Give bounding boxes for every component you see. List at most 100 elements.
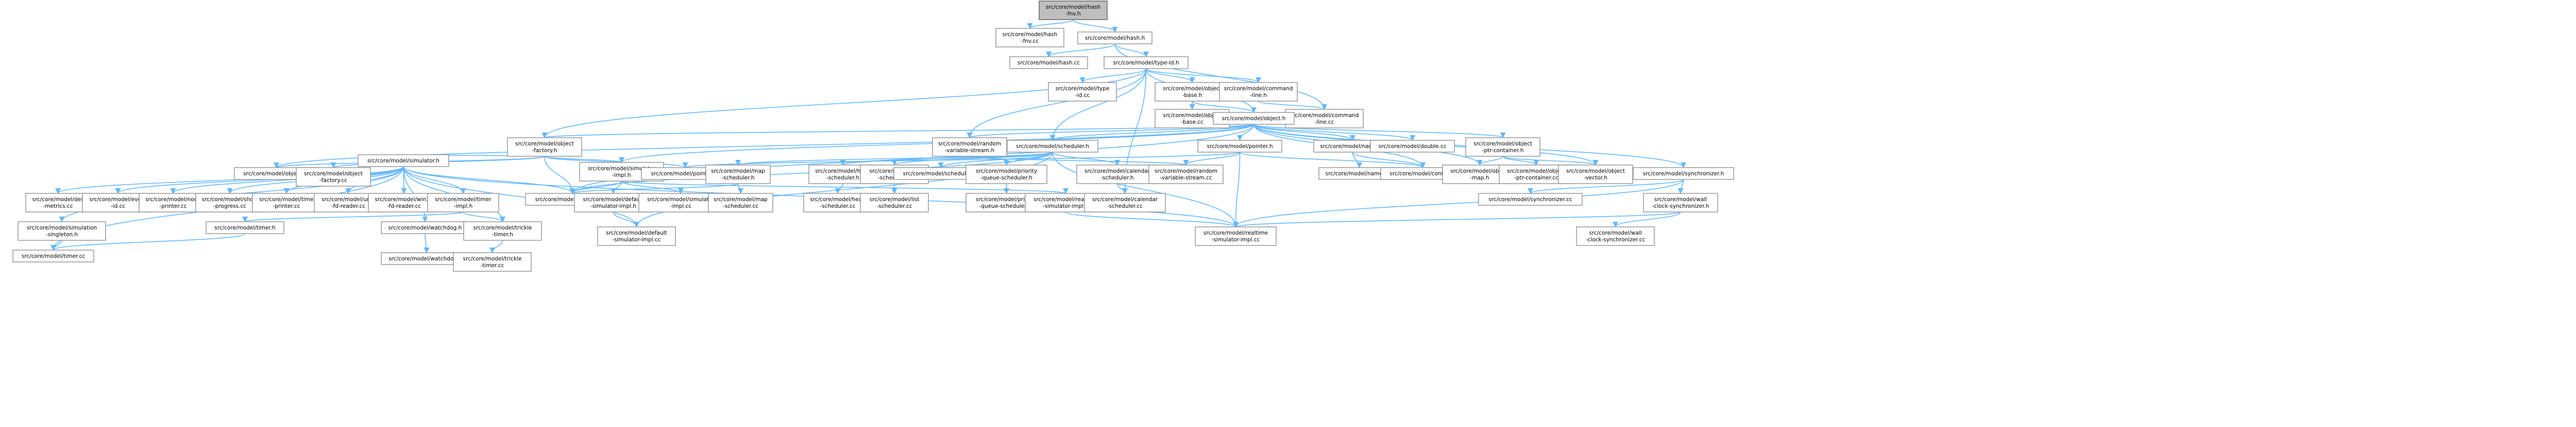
node-label-line: -scheduler.cc [723, 203, 758, 209]
edge-sync-h-to-rtsimimpl-cc [1233, 179, 1684, 228]
node-label-line: src/core/model/wall [1654, 196, 1707, 203]
node-listsched-cc[interactable]: src/core/model/list-scheduler.cc [860, 193, 929, 212]
node-box [1195, 226, 1277, 246]
node-calsched-h[interactable]: src/core/model/calendar-scheduler.h [1076, 165, 1158, 184]
edge-simulator-h-to-simulator-cc [403, 166, 575, 194]
node-timerimpl-h[interactable]: src/core/model/timer-impl.h [427, 193, 499, 212]
node-objvec-h[interactable]: src/core/model/object-vector.h [1558, 165, 1633, 184]
edge-simimpl-h-to-simimpl-cc [621, 180, 684, 194]
node-trickle-h[interactable]: src/core/model/trickle-timer.h [463, 221, 542, 241]
edge-optrc-h-to-objvec-h [1502, 156, 1599, 166]
node-label-line: src/core/model/realtime [1204, 230, 1268, 236]
node-scheduler-cc[interactable]: src/core/model/scheduler.cc [893, 167, 988, 180]
node-timeprinter-cc[interactable]: src/core/model/time-printer.cc [252, 193, 321, 212]
edge-hash-h-to-hash-cc [1046, 43, 1115, 58]
node-pqsched-h[interactable]: src/core/model/priority-queue-scheduler.… [965, 165, 1047, 184]
node-cmdline-cc[interactable]: src/core/model/command-line.cc [1285, 109, 1364, 128]
node-fnv-cc[interactable]: src/core/model/hash-fnv.cc [995, 28, 1064, 47]
node-hash-h[interactable]: src/core/model/hash.h [1077, 31, 1153, 44]
node-mapsched-cc[interactable]: src/core/model/map-scheduler.cc [708, 193, 773, 212]
edge-typeid-h-to-objfactory-h [541, 68, 1147, 139]
node-box [463, 221, 542, 241]
node-label-line: src/core/model/object [1450, 168, 1509, 174]
node-box [1633, 167, 1734, 180]
node-box [206, 221, 284, 234]
edge-typeid-h-to-cmdline-h [1145, 68, 1261, 84]
node-box [1039, 1, 1108, 20]
edge-timer-h-to-timer-cc [50, 233, 246, 251]
node-simulator-h[interactable]: src/core/model/simulator.h [358, 154, 449, 167]
node-box [507, 137, 582, 157]
node-hash-cc[interactable]: src/core/model/hash.cc [1009, 56, 1088, 69]
node-watchdog-h[interactable]: src/core/model/watchdog.h [381, 221, 469, 234]
node-box [1084, 193, 1166, 212]
node-fnv-h[interactable]: src/core/model/hash-fnv.h [1039, 1, 1108, 20]
edge-optrc-h-to-optrc-cc [1502, 156, 1539, 166]
node-calsched-cc[interactable]: src/core/model/calendar-scheduler.cc [1084, 193, 1166, 212]
node-label-line: src/core/model/object [1163, 86, 1222, 92]
node-pointer-h[interactable]: src/core/model/pointer.h [1197, 140, 1282, 153]
node-label-line: -impl.h [454, 203, 473, 209]
node-trickle-cc[interactable]: src/core/model/trickle-timer.cc [453, 252, 532, 272]
node-label-line: src/core/model/command [1290, 112, 1359, 119]
node-object-h[interactable]: src/core/model/object.h [1213, 112, 1295, 125]
node-label-line: src/core/model/simulator [647, 196, 715, 203]
edge-objfactory-h-to-pointer-cc [544, 156, 688, 169]
node-rtsimimpl-cc[interactable]: src/core/model/realtime-simulator-impl.c… [1195, 226, 1277, 246]
node-label-line: -printer.cc [273, 203, 300, 209]
node-objfactory-cc[interactable]: src/core/model/object-factory.cc [296, 167, 371, 187]
node-label-line: -clock-synchronizer.cc [1586, 237, 1646, 243]
node-label-line: src/core/model/win32 [375, 196, 433, 203]
node-sync-h[interactable]: src/core/model/synchronizer.h [1633, 167, 1734, 180]
node-label-line: -map.h [1470, 175, 1489, 181]
node-cmdline-h[interactable]: src/core/model/command-line.h [1219, 82, 1298, 102]
node-rvs-cc[interactable]: src/core/model/random-variable-stream.cc [1148, 165, 1224, 184]
node-label-line: src/core/model/type-id.h [1113, 60, 1179, 66]
node-label-line: -variable-stream.h [945, 147, 994, 154]
node-typeid-h[interactable]: src/core/model/type-id.h [1104, 56, 1189, 69]
edge-pointer-h-to-config-cc [1239, 152, 1426, 169]
edge-object-h-to-object-cc [274, 124, 1255, 169]
node-label-line: -scheduler.h [1100, 175, 1133, 181]
edge-cmdline-h-to-cmdline-cc [1258, 101, 1327, 110]
node-optrc-h[interactable]: src/core/model/object-ptr-container.h [1465, 137, 1540, 157]
node-names-cc[interactable]: src/core/model/names.cc [1318, 167, 1400, 180]
node-sync-cc[interactable]: src/core/model/synchronizer.cc [1478, 193, 1583, 206]
edge-typeid-h-to-rvs-h [967, 68, 1147, 139]
node-label-line: -factory.h [532, 147, 557, 154]
node-box [453, 252, 532, 272]
node-scheduler-h[interactable]: src/core/model/scheduler.h [1007, 140, 1098, 153]
node-double-cc[interactable]: src/core/model/double.cc [1370, 140, 1455, 153]
node-label-line: -metrics.cc [43, 203, 73, 209]
node-watchdog-cc[interactable]: src/core/model/watchdog.cc [381, 252, 472, 265]
node-desmetrics-cc[interactable]: src/core/model/des-metrics.cc [25, 193, 91, 212]
node-objfactory-h[interactable]: src/core/model/object-factory.h [507, 137, 582, 157]
node-timer-cc[interactable]: src/core/model/timer.cc [12, 250, 94, 262]
edge-simulator-h-to-desmetrics-cc [55, 166, 404, 194]
node-label-line: src/core/model/map [711, 168, 765, 174]
node-label-line: -simulator-impl.h [1043, 203, 1089, 209]
node-label-line: src/core/model/calendar [1092, 196, 1158, 203]
node-label-line: src/core/model/timer.h [214, 225, 275, 231]
node-label-line: src/core/model/object [1163, 112, 1222, 119]
node-label-line: src/core/model/timer [435, 196, 492, 203]
edge-timerimpl-h-to-timer-h [242, 211, 464, 223]
node-rvs-h[interactable]: src/core/model/random-variable-stream.h [932, 137, 1007, 157]
node-label-line: src/core/model/wall [1589, 230, 1641, 236]
node-label-line: -queue-scheduler.cc [979, 203, 1034, 209]
node-defsimimpl-cc[interactable]: src/core/model/default-simulator-impl.cc [597, 226, 676, 246]
node-typeid-cc[interactable]: src/core/model/type-id.cc [1048, 82, 1117, 102]
node-objbase-h[interactable]: src/core/model/object-base.h [1155, 82, 1230, 102]
node-label-line: -factory.cc [319, 177, 347, 184]
edge-simimpl-h-to-rtsimimpl-h [621, 180, 1069, 194]
node-wallclock-h[interactable]: src/core/model/wall-clock-synchronizer.h [1643, 193, 1718, 212]
node-box [1148, 165, 1224, 184]
node-timer-h[interactable]: src/core/model/timer.h [206, 221, 284, 234]
node-label-line: -base.cc [1181, 119, 1204, 125]
node-wallclock-cc[interactable]: src/core/model/wall-clock-synchronizer.c… [1576, 226, 1655, 246]
edge-object-h-to-scheduler-h [1049, 124, 1255, 141]
node-mapsched-h[interactable]: src/core/model/map-scheduler.h [705, 165, 771, 184]
node-box [1213, 112, 1295, 125]
node-simsingleton-h[interactable]: src/core/model/simulation-singleton.h [18, 221, 106, 241]
